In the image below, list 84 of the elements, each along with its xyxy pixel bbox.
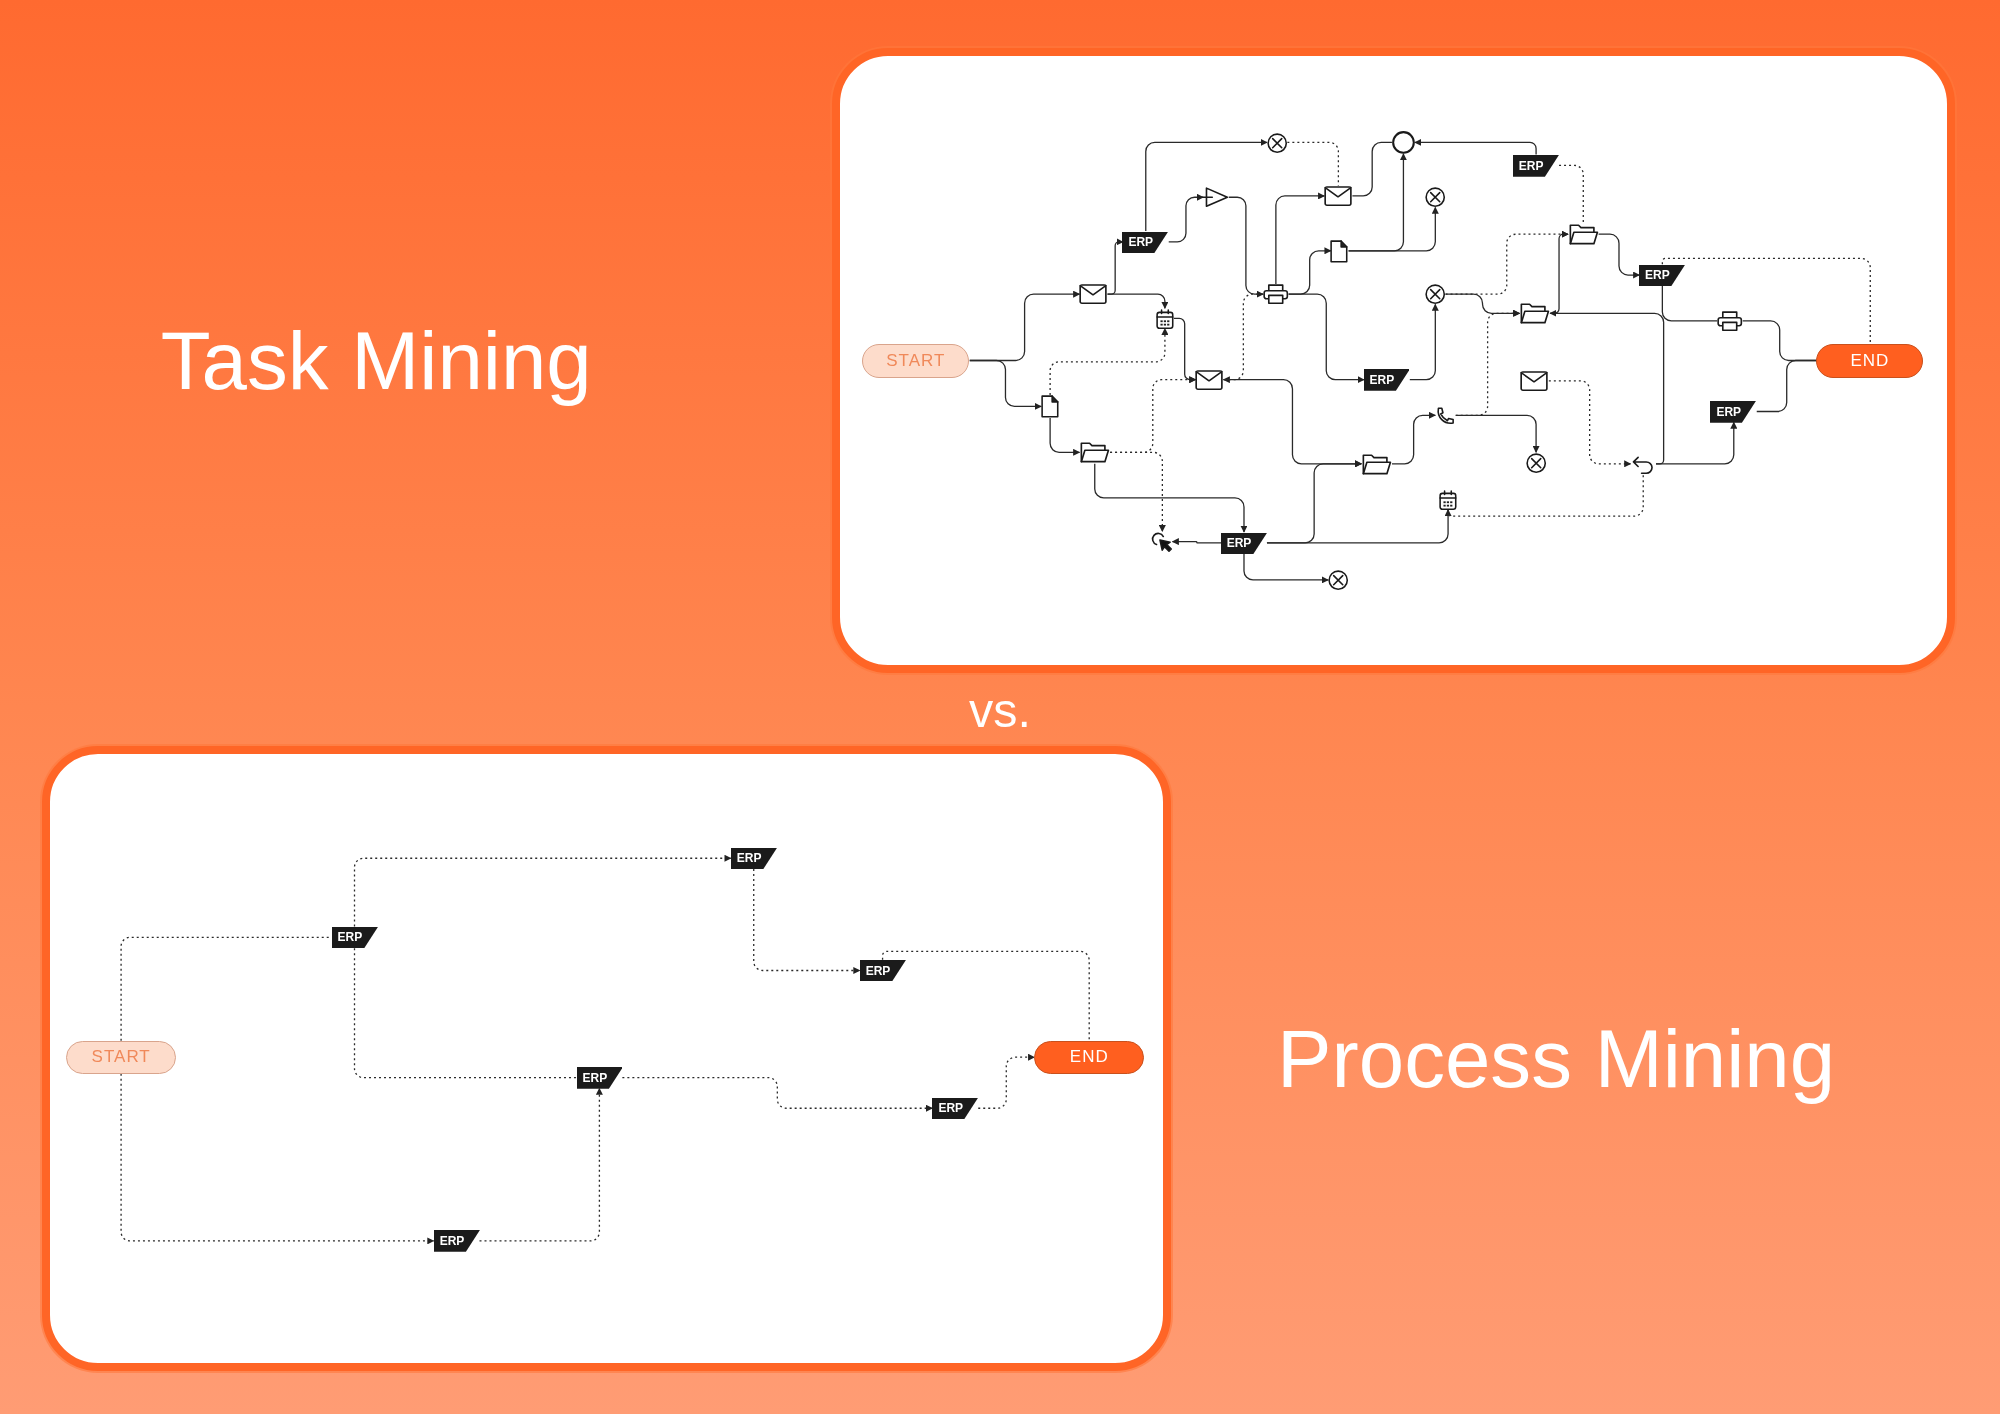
envelope-icon [1323,186,1352,207]
erp-tag: ERP [576,1066,623,1089]
connector [1347,207,1439,252]
connector [1049,328,1169,397]
document-icon [1330,239,1349,263]
connector [1265,509,1452,544]
erp-tag: ERP [859,959,906,982]
folder-icon [1360,452,1392,476]
connector [478,1087,603,1242]
calendar-icon [1155,308,1174,330]
connector [1144,139,1268,233]
folder-icon [1079,441,1110,465]
terminal-pill: START [66,1040,176,1074]
heading-text: vs. [969,682,1031,739]
connector [1413,139,1537,156]
connector [1049,417,1080,457]
envelope-icon [1195,369,1224,391]
folder-icon [1519,302,1550,326]
connector [968,360,1042,411]
connector [353,854,732,928]
erp-tag: ERP [1639,264,1685,287]
connector [621,1077,934,1112]
x-circle-icon [1424,187,1446,208]
connector [1167,194,1204,243]
terminal-pill: END [1816,344,1924,378]
x-circle-icon [1327,570,1349,591]
connector [977,1053,1036,1110]
connector [1661,285,1718,323]
connector [1227,197,1264,299]
erp-tag: ERP [1710,401,1757,423]
connector [1286,142,1339,187]
erp-tag: ERP [331,926,378,949]
connector [1242,553,1329,584]
connector [353,947,578,1079]
connector [1547,380,1631,468]
erp-tag: ERP [932,1097,979,1120]
phone-icon [1434,405,1456,426]
connector [1109,452,1166,533]
terminal-pill: START [862,344,970,378]
connector [120,1073,435,1245]
panel-card [42,746,1171,1372]
heading-text: Task Mining [160,313,592,408]
connector [1558,165,1584,224]
erp-tag: ERP [730,847,777,870]
connector [1171,538,1222,546]
heading-text: Process Mining [1277,1011,1836,1106]
x-circle-icon [1266,132,1287,154]
connector [882,950,1090,1042]
document-icon [1040,395,1059,419]
connector [1222,379,1362,468]
cursor-icon [1151,531,1173,553]
connector [1287,294,1365,384]
circle-icon [1391,131,1415,155]
erp-tag: ERP [1220,532,1267,555]
connector [1274,192,1325,286]
erp-tag: ERP [1512,154,1559,177]
return-arrow-icon [1630,454,1656,475]
erp-tag: ERP [1122,231,1169,254]
printer-icon [1262,284,1289,305]
connector [1093,463,1248,534]
connector [753,868,861,975]
connector [1597,234,1640,279]
x-circle-icon [1424,284,1446,305]
x-circle-icon [1525,452,1546,474]
panel-card [831,48,1956,674]
envelope-icon [1079,284,1108,305]
calendar-icon [1438,489,1457,511]
triangle-icon [1202,187,1229,208]
envelope-icon [1520,371,1549,392]
connector [1454,310,1520,417]
printer-icon [1716,311,1743,332]
connector [1654,422,1737,465]
connector [1447,473,1644,518]
erp-tag: ERP [1363,369,1410,391]
connector [1106,294,1169,310]
connector [1408,304,1439,381]
connector [1755,360,1817,413]
folder-icon [1567,223,1599,247]
connector [1549,310,1664,465]
erp-tag: ERP [433,1230,480,1252]
terminal-pill: END [1034,1040,1145,1074]
connector [1222,294,1264,384]
connector [1351,142,1393,198]
connector [1390,412,1436,465]
